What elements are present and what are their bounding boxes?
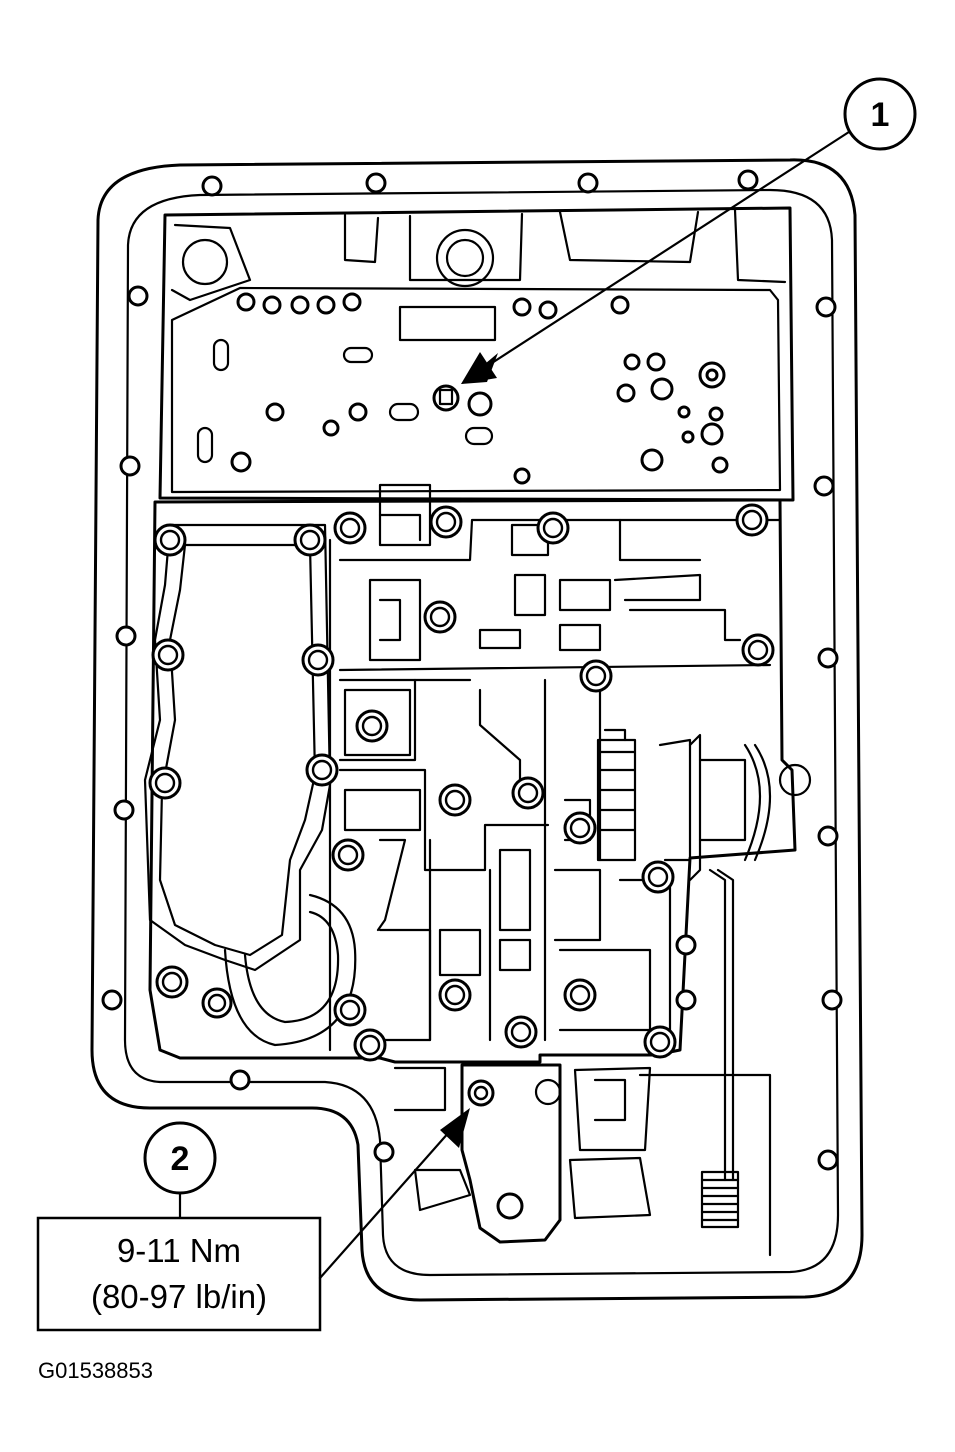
callout-1-number: 1 xyxy=(871,96,890,134)
valve-body xyxy=(143,483,812,1257)
pan-gasket-outline xyxy=(90,158,864,1302)
torque-spec-box xyxy=(36,1216,322,1332)
gasket-bolt-holes xyxy=(101,169,843,1171)
callout-2: 2 9-11 Nm (80-97 lb/in) xyxy=(36,1108,470,1332)
callout-1: 1 xyxy=(461,77,917,384)
callout-2-arrow xyxy=(440,1108,470,1148)
callout-1-circle xyxy=(843,77,917,151)
separator-plate xyxy=(158,206,795,502)
torque-imperial: (80-97 lb/in) xyxy=(91,1278,267,1315)
torque-metric: 9-11 Nm xyxy=(117,1232,241,1269)
figure-code: G01538853 xyxy=(38,1358,153,1383)
callout-2-number: 2 xyxy=(171,1140,190,1178)
valve-body-bolts xyxy=(148,503,775,1062)
spring xyxy=(700,1170,740,1229)
